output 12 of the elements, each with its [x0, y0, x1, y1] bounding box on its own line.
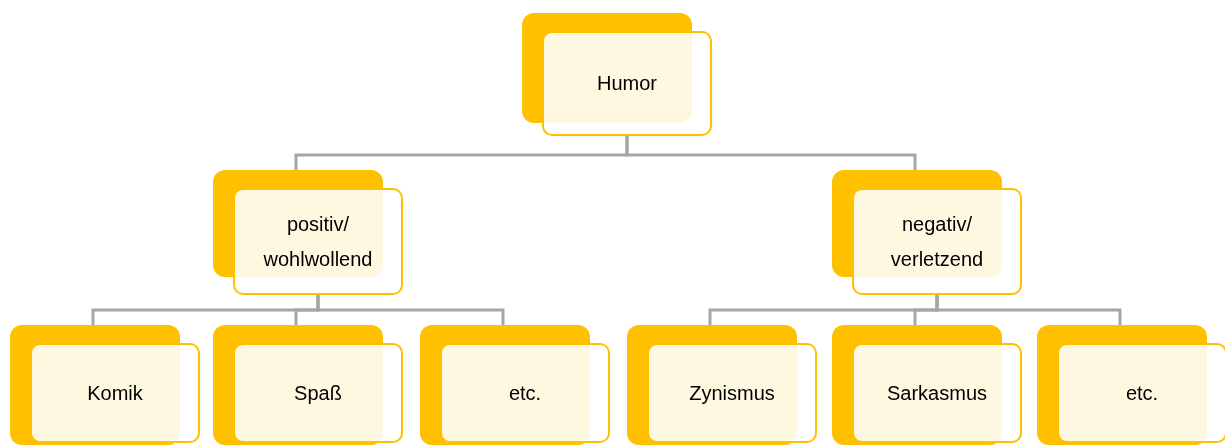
node-label: negativ/ verletzend — [889, 211, 985, 272]
node-label: positiv/ wohlwollend — [262, 211, 374, 272]
node-label: Humor — [597, 71, 657, 96]
node-label: Sarkasmus — [887, 380, 987, 406]
node-label: Komik — [87, 380, 143, 406]
node-label: Zynismus — [689, 380, 775, 406]
connector-line — [625, 136, 917, 170]
node-label: Spaß — [294, 380, 342, 406]
connector-line — [316, 295, 505, 325]
node-label: etc. — [508, 380, 542, 406]
connector-line — [935, 295, 1122, 325]
node-label: etc. — [1125, 380, 1159, 406]
